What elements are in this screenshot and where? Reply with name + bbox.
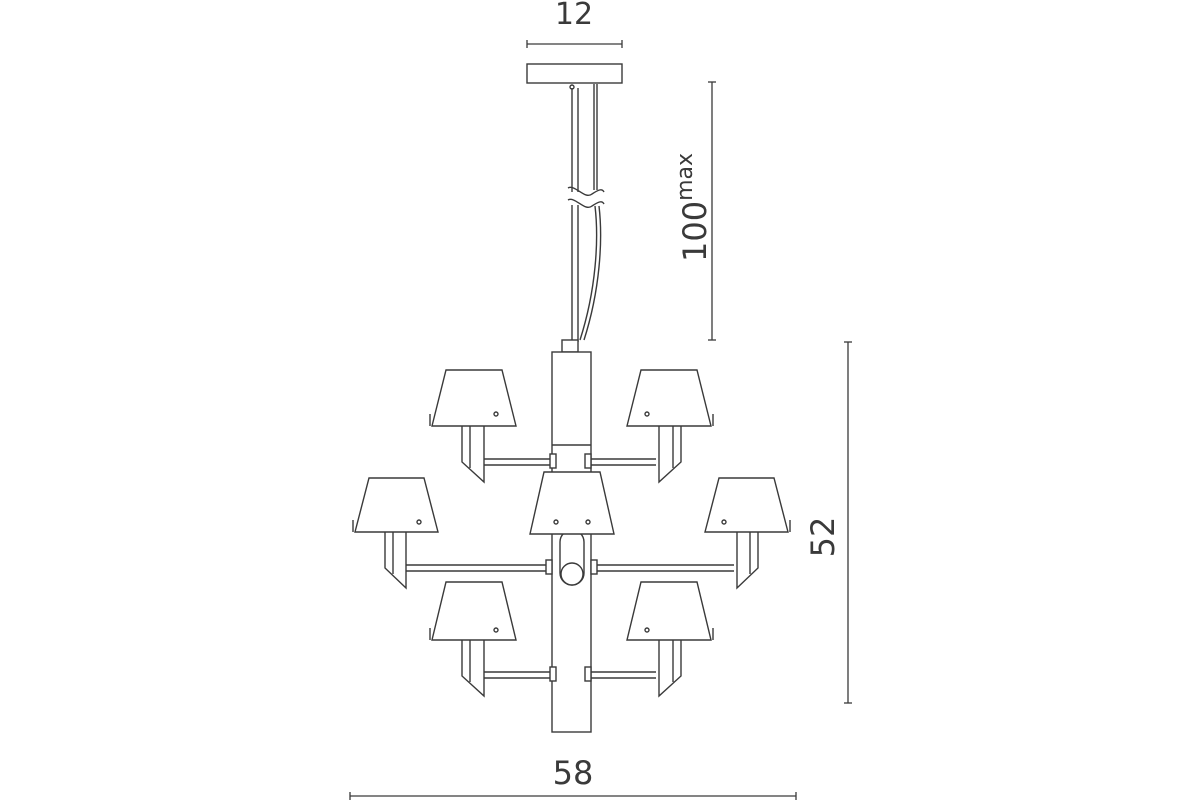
dimension-label-suspension: 100max bbox=[673, 153, 714, 262]
dimension-overall-width bbox=[349, 792, 797, 800]
arms-middle bbox=[406, 559, 734, 575]
dimension-label-overall-width: 58 bbox=[553, 754, 594, 792]
arms-upper bbox=[484, 453, 656, 469]
lamp-middle-left bbox=[352, 477, 439, 590]
dimension-label-canopy-width: 12 bbox=[555, 0, 593, 32]
suspension-rod-and-cable bbox=[567, 84, 605, 342]
lamp-upper-left bbox=[429, 369, 517, 484]
lamp-upper-right bbox=[626, 369, 714, 484]
ceiling-canopy bbox=[526, 63, 623, 90]
arms-lower bbox=[484, 666, 656, 682]
lamp-middle-right bbox=[704, 477, 791, 590]
dimension-label-suspension-suffix: max bbox=[673, 153, 698, 201]
lamp-middle-center bbox=[529, 471, 615, 535]
chandelier bbox=[352, 63, 791, 733]
dimension-canopy-width bbox=[526, 40, 623, 48]
dimension-label-suspension-value: 100max bbox=[673, 153, 714, 262]
dimension-label-body-height: 52 bbox=[804, 517, 842, 558]
lamp-lower-left bbox=[429, 581, 517, 698]
dimension-body-height bbox=[844, 341, 852, 704]
dimension-suspension-max bbox=[708, 81, 716, 341]
lamp-lower-right bbox=[626, 581, 714, 698]
